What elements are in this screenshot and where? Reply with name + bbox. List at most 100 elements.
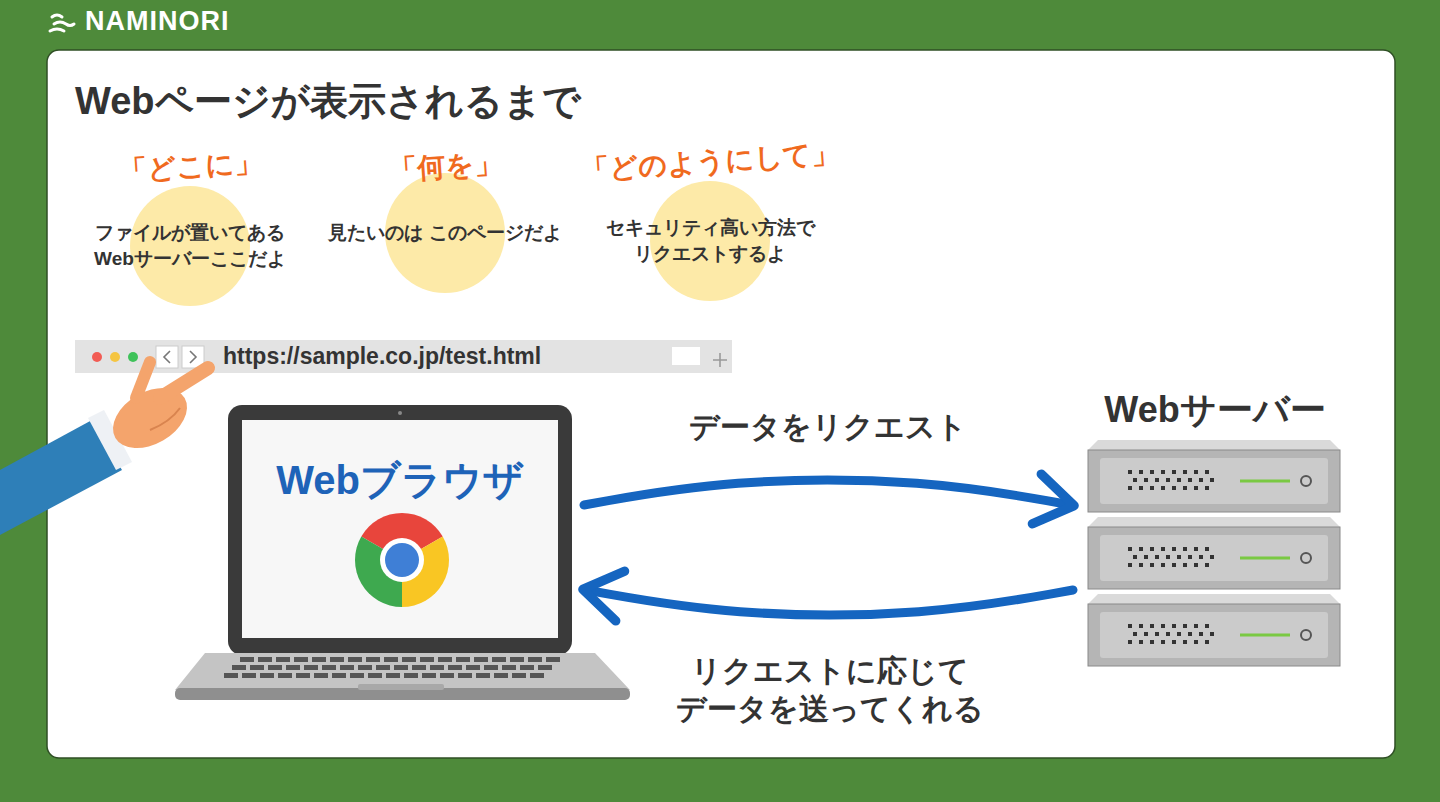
vent-dot <box>1194 486 1198 490</box>
key <box>456 657 470 662</box>
key <box>448 665 462 670</box>
server-stack <box>1088 440 1340 666</box>
vent-dot <box>1177 555 1181 559</box>
tab-box <box>672 347 700 365</box>
key <box>332 673 346 678</box>
key <box>494 673 508 678</box>
vent-dot <box>1128 640 1132 644</box>
key <box>510 657 524 662</box>
key <box>242 673 256 678</box>
vent-dot <box>1128 547 1132 551</box>
logo-wave <box>52 15 62 17</box>
vent-dot <box>1199 632 1203 636</box>
hint-circle: 「どのようにして」セキュリティ高い方法で リクエストするよ <box>560 143 860 320</box>
key <box>250 665 264 670</box>
window-dot <box>110 352 120 362</box>
key <box>484 665 498 670</box>
key <box>394 665 408 670</box>
vent-dot <box>1177 632 1181 636</box>
vent-dot <box>1144 632 1148 636</box>
key <box>438 657 452 662</box>
key <box>420 657 434 662</box>
key <box>376 665 390 670</box>
hint-circle: 「どこに」ファイルが置いてある Webサーバーここだよ <box>60 148 320 320</box>
logo-wave <box>50 29 64 31</box>
key <box>492 657 506 662</box>
key <box>412 665 426 670</box>
vent-dot <box>1155 632 1159 636</box>
vent-dot <box>1166 478 1170 482</box>
key <box>458 673 472 678</box>
hint-circle: 「何を」見たいのは このページだよ <box>315 148 575 320</box>
camera <box>398 411 402 415</box>
vent-dot <box>1194 563 1198 567</box>
vent-dot <box>1161 563 1165 567</box>
vent-dot <box>1161 624 1165 628</box>
arrow-label: データをリクエスト <box>654 408 1002 446</box>
vent-dot <box>1205 640 1209 644</box>
vent-dot <box>1144 478 1148 482</box>
vent-dot <box>1139 547 1143 551</box>
key <box>224 673 238 678</box>
vent-dot <box>1172 486 1176 490</box>
vent-dot <box>1128 624 1132 628</box>
power-button <box>1301 630 1311 640</box>
plus-icon <box>713 353 727 367</box>
vent-dot <box>1199 555 1203 559</box>
hint-heading-text: 「何を」 <box>387 144 502 190</box>
server-top <box>1088 517 1340 527</box>
vent-dot <box>1172 470 1176 474</box>
server-unit <box>1088 450 1340 512</box>
vent-dot <box>1183 547 1187 551</box>
key <box>286 665 300 670</box>
hint-text: セキュリティ高い方法で リクエストするよ <box>560 181 860 267</box>
key <box>502 665 516 670</box>
data-arrow <box>586 590 1073 615</box>
logo-wave <box>54 22 74 26</box>
vent-dot <box>1150 563 1154 567</box>
vent-dot <box>1172 563 1176 567</box>
power-button <box>1301 476 1311 486</box>
key <box>232 665 246 670</box>
url-bar <box>75 340 732 373</box>
vent-dot <box>1205 470 1209 474</box>
vent-dot <box>1155 555 1159 559</box>
key <box>278 673 292 678</box>
vent-dot <box>1166 555 1170 559</box>
key <box>304 665 318 670</box>
vent-dot <box>1133 555 1137 559</box>
vent-dot <box>1183 563 1187 567</box>
thumb <box>136 362 150 398</box>
server-face <box>1100 535 1328 581</box>
vent-dot <box>1194 624 1198 628</box>
url-text: https://sample.co.jp/test.html <box>215 340 730 373</box>
hint-text: ファイルが置いてある Webサーバーここだよ <box>60 186 320 272</box>
logo-text: NAMINORI <box>85 6 230 37</box>
key <box>368 673 382 678</box>
vent-dot <box>1133 478 1137 482</box>
vent-dot <box>1150 486 1154 490</box>
key <box>358 665 372 670</box>
arrow-label: リクエストに応じて データを送ってくれる <box>656 652 1004 728</box>
key <box>330 657 344 662</box>
key <box>530 673 544 678</box>
key <box>294 657 308 662</box>
nav-button <box>156 346 178 368</box>
address-field: https://sample.co.jp/test.html <box>215 340 730 373</box>
vent-dot <box>1144 555 1148 559</box>
status-light <box>1240 557 1290 560</box>
server-face <box>1100 458 1328 504</box>
vent-dot <box>1155 478 1159 482</box>
key <box>512 673 526 678</box>
vent-dot <box>1205 486 1209 490</box>
key <box>430 665 444 670</box>
server-top <box>1088 594 1340 604</box>
vent-dot <box>1188 478 1192 482</box>
key <box>340 665 354 670</box>
vent-dot <box>1183 486 1187 490</box>
vent-dot <box>1128 486 1132 490</box>
server-top <box>1088 440 1340 450</box>
vent-dot <box>1161 470 1165 474</box>
key <box>258 657 272 662</box>
